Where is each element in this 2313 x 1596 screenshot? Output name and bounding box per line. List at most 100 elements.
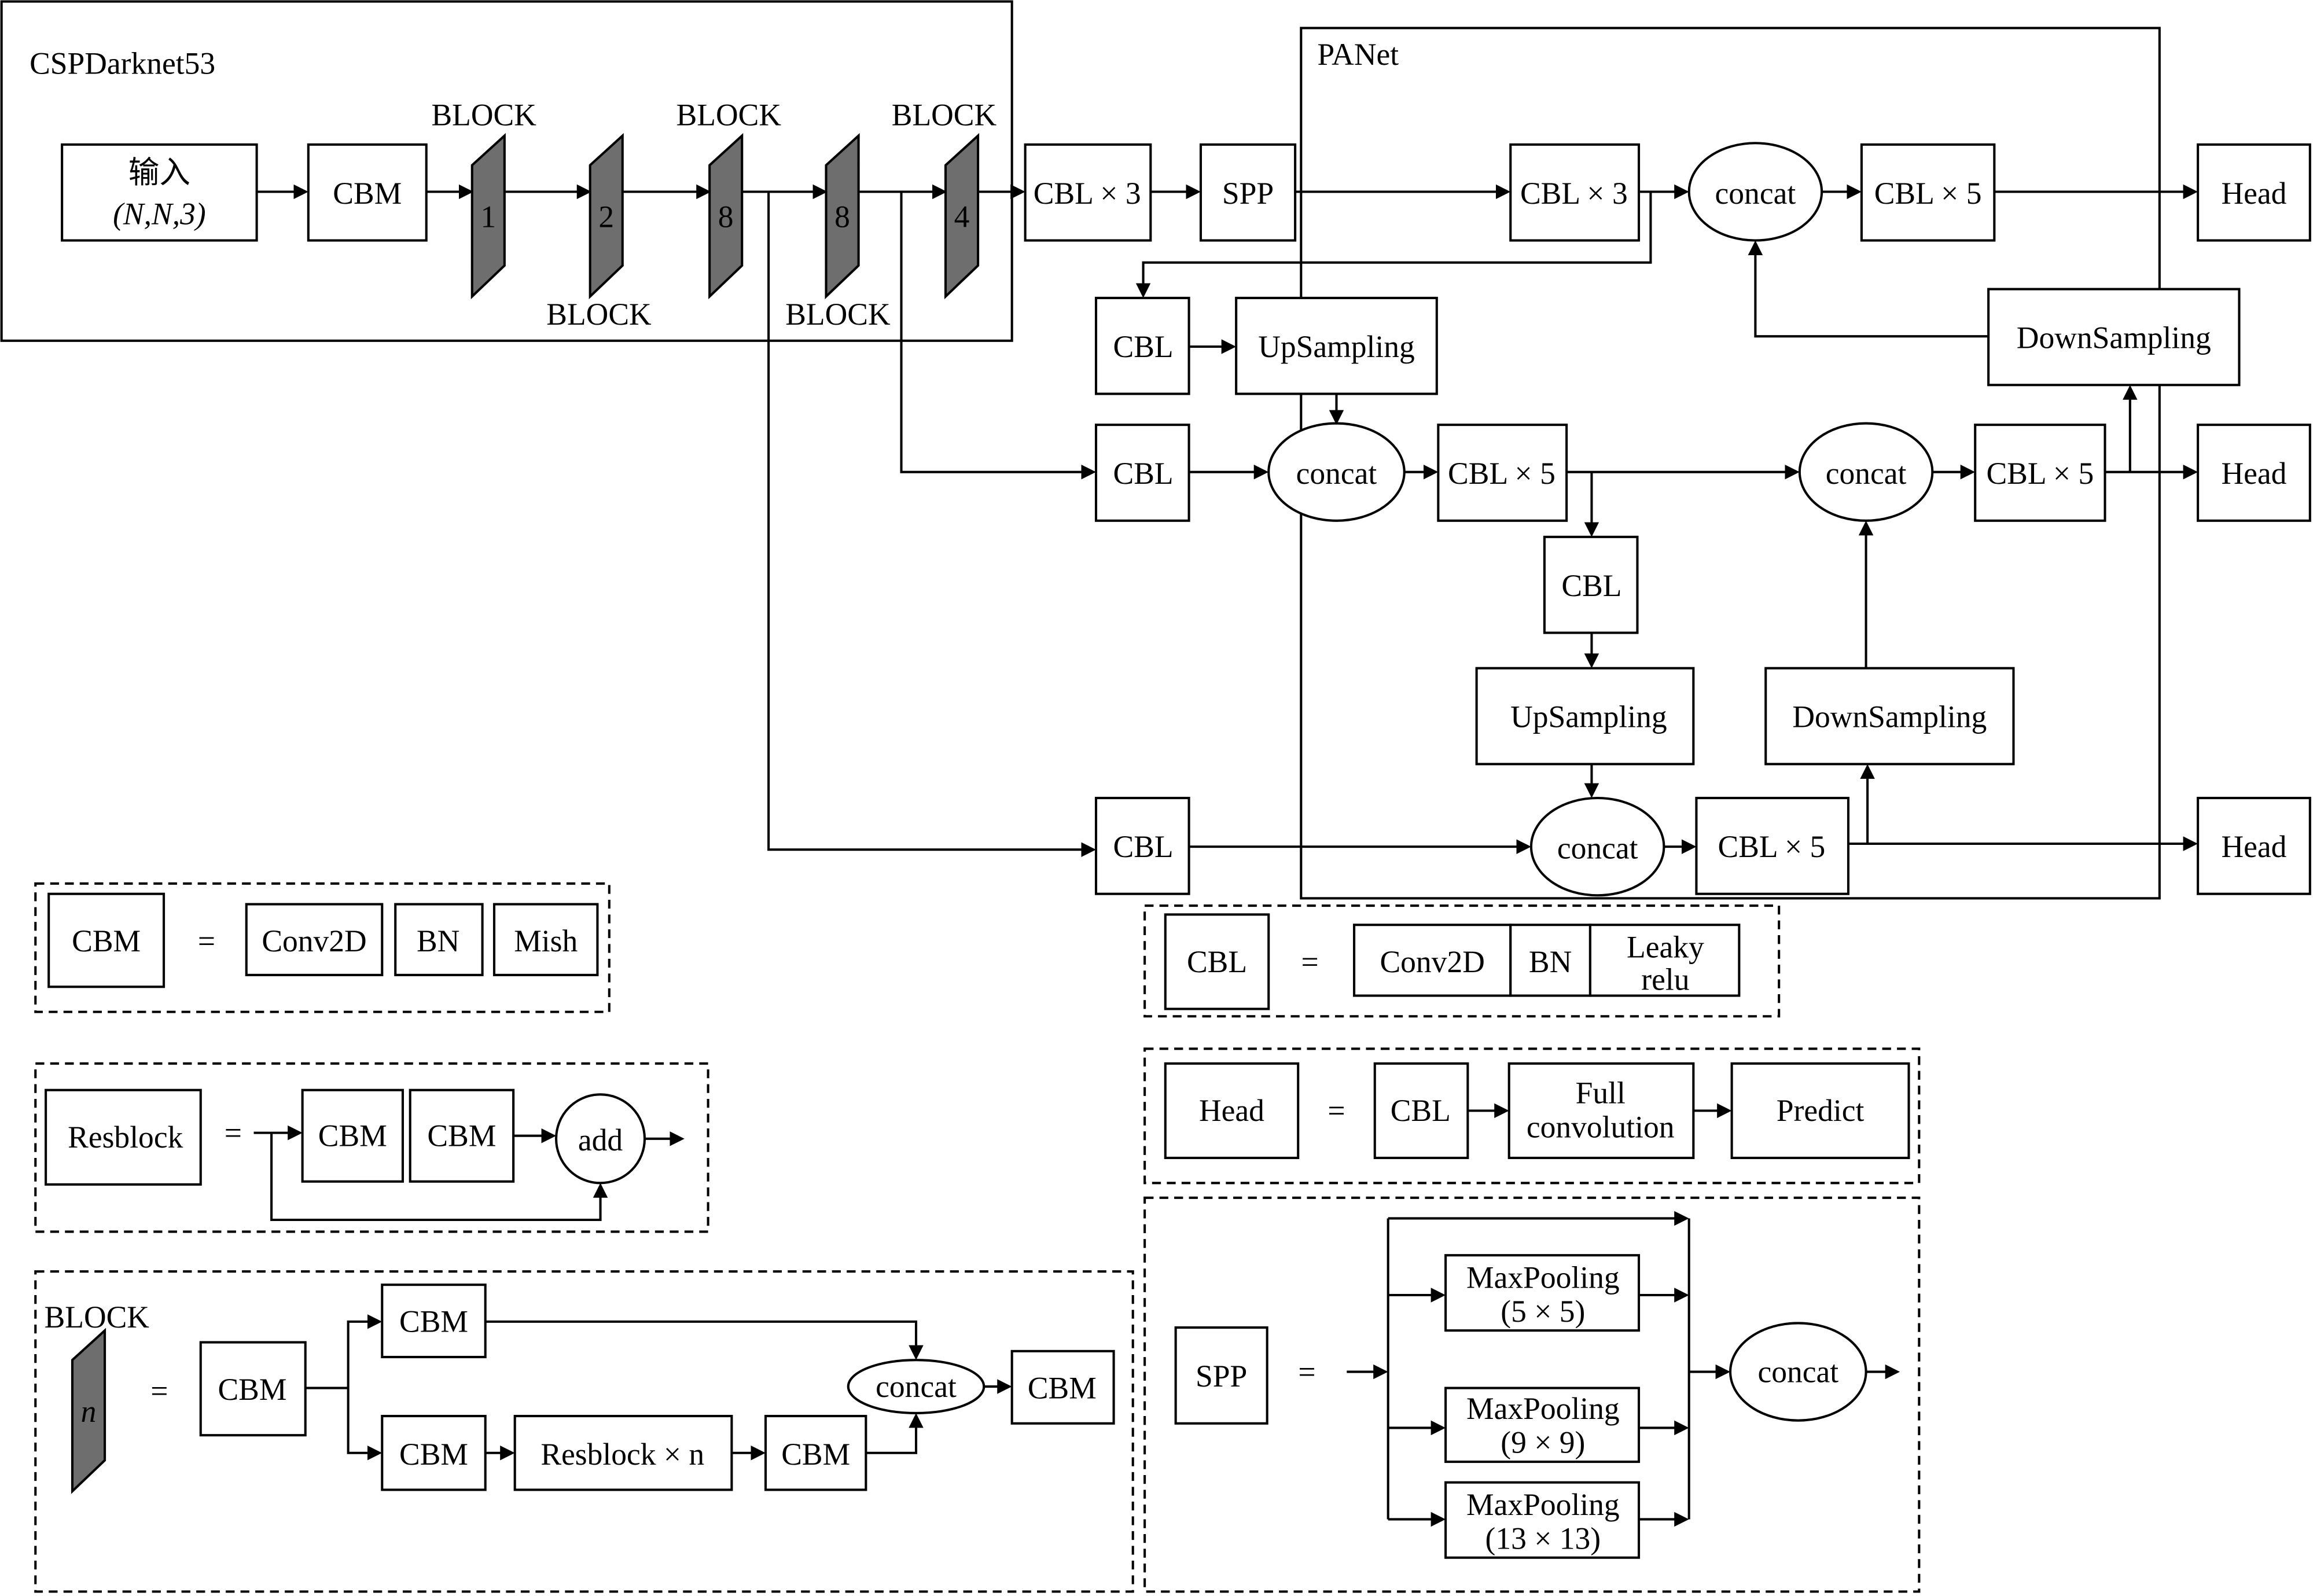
concat-top-label: concat — [1715, 176, 1796, 211]
legend-spp-concat-label: concat — [1757, 1354, 1838, 1389]
legend-cbl-conv2d: Conv2D — [1380, 944, 1484, 979]
backbone-frame — [0, 0, 1013, 342]
legend-cbl: CBL = Conv2D BN Leaky relu — [1143, 904, 1781, 1018]
legend-head-name: Head — [1199, 1093, 1264, 1128]
legend-cbl-bn: BN — [1529, 944, 1572, 979]
legend-resblock-eq: = — [225, 1115, 242, 1150]
block-3-symbol — [708, 133, 744, 300]
legend-cbl-relu: relu — [1641, 962, 1689, 996]
legend-spp-name: SPP — [1196, 1359, 1247, 1393]
legend-spp-connectors — [1347, 1211, 1900, 1527]
legend-cbm-name-box — [47, 892, 166, 988]
neck-connectors — [767, 184, 2198, 857]
legend-resblock-name: Resblock — [68, 1120, 183, 1154]
legend-block-concat-label: concat — [876, 1369, 957, 1404]
cbm-label: CBM — [333, 176, 402, 211]
block-4-count: 8 — [834, 200, 850, 234]
legend-spp-name-box — [1174, 1326, 1268, 1425]
cbl-box-bottom — [1094, 796, 1190, 895]
legend-resblock-frame — [34, 1062, 709, 1233]
legend-resblock-cbm2-box — [409, 1088, 515, 1183]
concat-bottom-label: concat — [1557, 831, 1638, 866]
concat-mid-left-label: concat — [1296, 456, 1377, 491]
legend-resblock-cbm1-box — [301, 1088, 405, 1183]
legend-cbl-leaky-box — [1588, 924, 1741, 997]
legend-block: BLOCK n = CBM CBM CBM Resblock × n CBM c… — [34, 1270, 1134, 1593]
backbone-title: CSPDarknet53 — [30, 46, 215, 80]
block-1-count: 1 — [480, 200, 496, 234]
legend-block-frame — [34, 1270, 1134, 1593]
downsampling-label-2: DownSampling — [1792, 700, 1987, 734]
block-1-label: BLOCK — [431, 98, 536, 133]
cbl-label-bottom: CBL — [1113, 829, 1174, 864]
block-2-symbol — [589, 133, 624, 300]
legend-spp-mp9-kernel: (9 × 9) — [1501, 1425, 1585, 1460]
legend-block-eq: = — [150, 1374, 168, 1409]
legend-cbl-leaky: Leaky — [1627, 929, 1704, 964]
head-box-mid — [2197, 424, 2311, 522]
cbl-label-mid: CBL — [1113, 456, 1174, 491]
cbl-label-up2: CBL — [1561, 568, 1621, 603]
legend-resblock-cbm1: CBM — [318, 1119, 387, 1153]
legend-block-cbm-bot: CBM — [399, 1437, 468, 1472]
legend-block-name: BLOCK — [45, 1300, 150, 1334]
legend-spp-mp5-label: MaxPooling — [1466, 1260, 1620, 1295]
panet-section: PANet CBL × 3 SPP CBL × 3 concat CBL × 5… — [767, 27, 2311, 900]
legend-head-cbl: CBL — [1391, 1093, 1451, 1128]
legend-cbl-name-box — [1164, 913, 1270, 1010]
legend-spp: SPP = MaxPooling (5 × 5) MaxPooling (9 ×… — [1143, 1196, 1921, 1593]
backbone-section: CSPDarknet53 输入 (N,N,3) CBM 1 BLOCK 2 BL… — [0, 0, 1025, 342]
legend-block-cbm-r-box — [764, 1414, 867, 1491]
legend-block-symbol — [71, 1327, 106, 1494]
legend-cbm-bn-box — [394, 903, 484, 976]
block-3-label: BLOCK — [676, 98, 782, 133]
legend-spp-mp5-kernel: (5 × 5) — [1501, 1294, 1585, 1329]
legend-spp-mp9-box — [1444, 1387, 1641, 1463]
legend-cbm-conv2d-box — [245, 903, 384, 976]
legend-block-cbm-r: CBM — [781, 1437, 850, 1472]
panet-title: PANet — [1317, 37, 1399, 72]
cbl-label-up1: CBL — [1113, 329, 1174, 364]
legend-spp-mp13-label: MaxPooling — [1466, 1487, 1620, 1522]
upsampling-box-2 — [1475, 667, 1695, 766]
block-4-label: BLOCK — [785, 297, 891, 332]
legend-head-frame — [1143, 1047, 1921, 1185]
legend-resblock-cbm2: CBM — [427, 1119, 496, 1153]
legend-block-cbm-in-box — [199, 1341, 307, 1437]
cbl5-label-mid-right: CBL × 5 — [1986, 456, 2094, 491]
legend-cbm-frame — [34, 882, 611, 1013]
downsampling-label-1: DownSampling — [2017, 321, 2211, 355]
legend-head-predict-box — [1730, 1062, 1910, 1159]
cbl5-label-mid-left: CBL × 5 — [1448, 456, 1556, 491]
legend-cbl-conv2d-box — [1353, 924, 1512, 997]
downsampling-box-2 — [1764, 667, 2015, 766]
legend-resblock-name-box — [45, 1088, 202, 1186]
legend-block-cbm-top: CBM — [399, 1304, 468, 1339]
legend-resblock: Resblock = CBM CBM add — [34, 1062, 709, 1233]
block-5-symbol — [944, 133, 980, 300]
cbl3-label-top: CBL × 3 — [1034, 176, 1141, 211]
legend-spp-mp9-label: MaxPooling — [1466, 1391, 1620, 1426]
input-label: 输入 — [128, 155, 190, 190]
legend-block-resblock: Resblock × n — [540, 1437, 704, 1472]
legend-cbm-eq: = — [198, 924, 215, 958]
concat-mid-right-label: concat — [1826, 456, 1907, 491]
legend-head-predict: Predict — [1777, 1093, 1865, 1128]
cbl5-label-bottom: CBL × 5 — [1718, 829, 1826, 864]
legend-block-cbm-in: CBM — [218, 1372, 286, 1407]
legend-block-cbm-out-box — [1010, 1349, 1115, 1425]
cbl5-box-mid-left — [1437, 424, 1568, 522]
cbl3-box-mid — [1509, 143, 1641, 242]
legend-resblock-add-label: add — [578, 1123, 623, 1157]
cbl-box-up1 — [1094, 296, 1190, 395]
cbl3-box-top — [1024, 143, 1152, 242]
block-5-label: BLOCK — [892, 98, 997, 133]
legend-block-resblock-box — [513, 1414, 733, 1491]
input-shape: (N,N,3) — [113, 196, 206, 231]
block-2-label: BLOCK — [546, 297, 652, 332]
cbl5-label-top: CBL × 5 — [1874, 176, 1982, 211]
block-1-symbol — [470, 133, 506, 300]
legend-spp-eq: = — [1298, 1354, 1315, 1389]
upsampling-label-1: UpSampling — [1258, 329, 1415, 364]
